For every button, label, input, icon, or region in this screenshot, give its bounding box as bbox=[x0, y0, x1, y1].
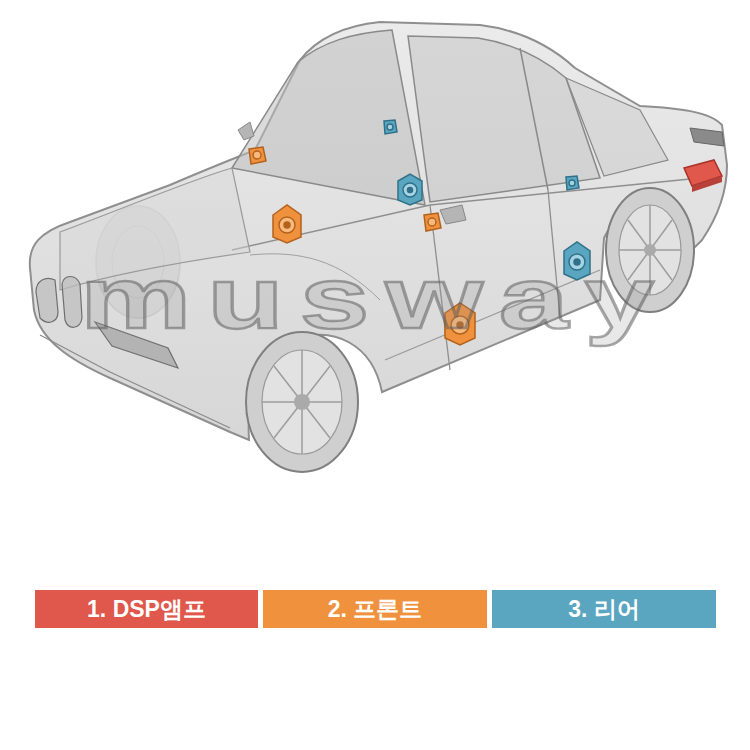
dsp-amp bbox=[684, 160, 722, 192]
legend-swatch: 3. 리어 bbox=[492, 590, 716, 628]
legend-text: 3. 리어 bbox=[568, 594, 640, 625]
car-body bbox=[30, 22, 727, 472]
legend-swatch: 1. DSP앰프 bbox=[35, 590, 258, 628]
legend-text: 2. 프론트 bbox=[328, 594, 423, 625]
legend-text: 1. DSP앰프 bbox=[87, 594, 206, 625]
watermark: musway bbox=[80, 254, 670, 342]
legend-swatch: 2. 프론트 bbox=[263, 590, 487, 628]
